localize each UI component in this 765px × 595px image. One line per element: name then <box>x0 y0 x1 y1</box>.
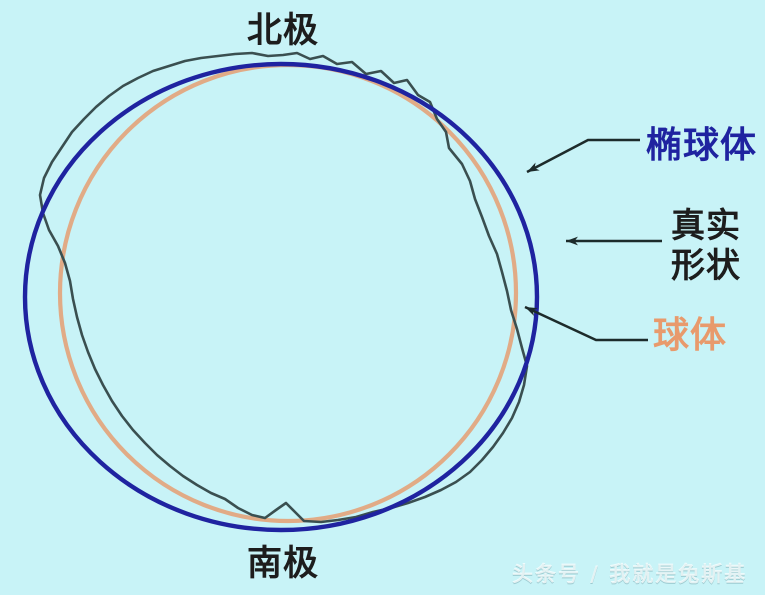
leader-ellipsoid <box>526 138 640 174</box>
ellipsoid-label: 椭球体 <box>646 124 758 166</box>
real-shape-label-line1: 真实 <box>671 206 741 246</box>
real-shape-curve <box>38 51 529 524</box>
sphere-label: 球体 <box>653 314 728 356</box>
ellipsoid-curve <box>22 61 540 533</box>
real-shape-label: 真实 形状 <box>671 206 741 286</box>
sphere-curve <box>57 62 519 524</box>
leader-sphere <box>524 305 648 342</box>
real-shape-label-line2: 形状 <box>671 246 741 287</box>
north-pole-label: 北极 <box>247 10 320 51</box>
south-pole-label: 南极 <box>247 543 320 584</box>
watermark: 头条号 / 我就是兔斯基 <box>512 562 748 586</box>
